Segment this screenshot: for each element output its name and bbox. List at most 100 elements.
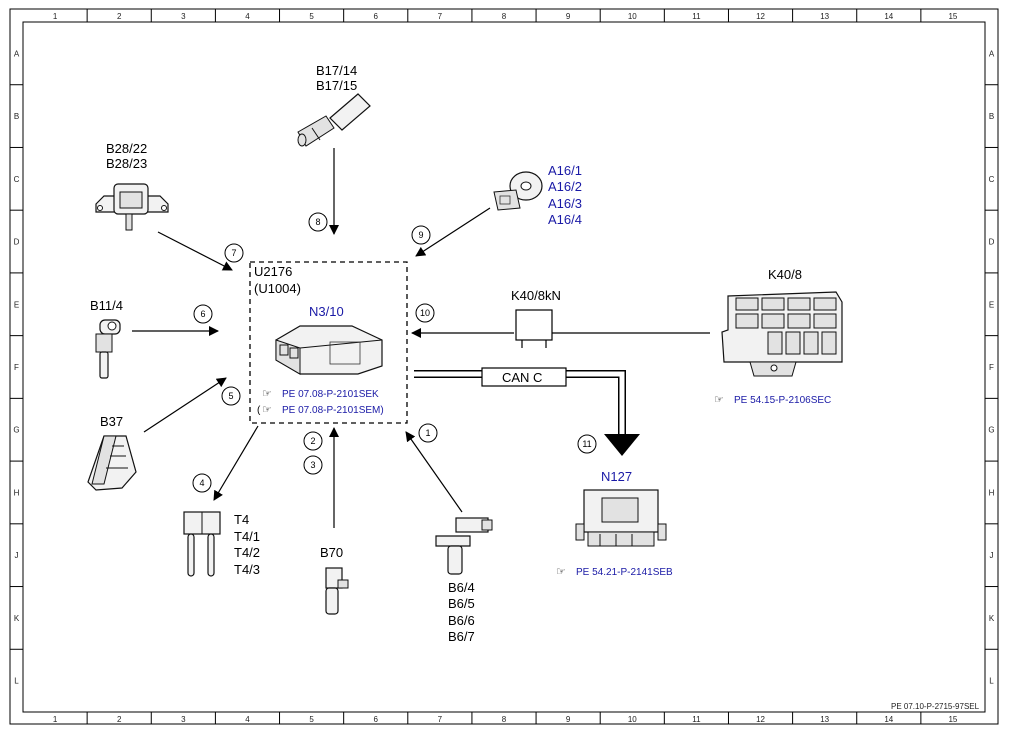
a16-label-1: A16/1 — [548, 163, 582, 178]
svg-text:9: 9 — [418, 230, 423, 240]
component-relay: K40/8kN — [511, 288, 561, 348]
grid-column-top-3: 3 — [181, 12, 186, 21]
grid-column-top-9: 9 — [566, 12, 571, 21]
grid-column-bottom-11: 11 — [692, 715, 701, 724]
grid-column-top-2: 2 — [117, 12, 122, 21]
svg-text:6: 6 — [200, 309, 205, 319]
svg-text:2: 2 — [310, 436, 315, 446]
fusebox-ref[interactable]: PE 54.15-P-2106SEC — [734, 395, 831, 406]
n127-label: N127 — [601, 469, 632, 484]
grid-row-left-L: L — [14, 677, 19, 686]
grid-column-bottom-6: 6 — [374, 715, 379, 724]
ecu-ref-1[interactable]: PE 07.08-P-2101SEK — [282, 389, 379, 400]
component-b17: B17/14 B17/15 — [297, 63, 371, 147]
grid-column-top-14: 14 — [884, 12, 893, 21]
grid-column-top-1: 1 — [53, 12, 58, 21]
crankshaft-sensor-icon — [325, 567, 349, 615]
knock-sensor-icon — [493, 171, 543, 211]
grid-row-left-C: C — [14, 175, 20, 184]
marker-4: 4 — [192, 473, 212, 493]
fusebox-label: K40/8 — [768, 267, 802, 282]
grid-column-top-6: 6 — [374, 12, 379, 21]
b37-label: B37 — [100, 414, 123, 429]
grid-row-left-K: K — [14, 614, 20, 623]
component-b37: B37 — [87, 414, 137, 491]
grid-column-bottom-8: 8 — [502, 715, 507, 724]
b6-label-3: B6/6 — [448, 613, 475, 628]
grid-row-right-H: H — [989, 488, 995, 497]
b6-label-1: B6/4 — [448, 580, 475, 595]
n127-ref[interactable]: PE 54.21-P-2141SEB — [576, 567, 673, 578]
grid-row-left-D: D — [14, 238, 20, 247]
b6-label-2: B6/5 — [448, 596, 475, 611]
grid-column-top-13: 13 — [820, 12, 829, 21]
grid-column-bottom-13: 13 — [820, 715, 829, 724]
grid-column-top-5: 5 — [309, 12, 314, 21]
connection-lines — [132, 148, 710, 528]
grid-row-left-E: E — [14, 300, 19, 309]
component-a16: A16/1 A16/2 A16/3 A16/4 — [493, 163, 582, 227]
b6-label-4: B6/7 — [448, 629, 475, 644]
line-1 — [405, 431, 463, 513]
grid-column-top-11: 11 — [692, 12, 701, 21]
grid-row-left-J: J — [15, 551, 19, 560]
ecu-ref-2-paren: ( — [257, 405, 261, 416]
grid-column-top-7: 7 — [438, 12, 443, 21]
component-fusebox: K40/8 ☞ PE 54.15-P-2106SEC — [714, 267, 843, 406]
t4-label-4: T4/3 — [234, 562, 260, 577]
manual-icon: ☞ — [262, 404, 272, 416]
svg-text:3: 3 — [310, 460, 315, 470]
ignition-coil-icon — [183, 511, 221, 577]
marker-7: 7 — [224, 243, 244, 263]
ecu-ref-2[interactable]: PE 07.08-P-2101SEM) — [282, 405, 384, 416]
grid-row-left-B: B — [14, 112, 19, 121]
grid-column-bottom-14: 14 — [884, 715, 893, 724]
b70-label: B70 — [320, 545, 343, 560]
manual-icon: ☞ — [714, 394, 724, 406]
line-4 — [213, 425, 259, 501]
fuse-relay-box-icon — [721, 291, 843, 377]
t4-label-1: T4 — [234, 512, 249, 527]
grid-column-top-12: 12 — [756, 12, 765, 21]
a16-label-4: A16/4 — [548, 212, 582, 227]
marker-8: 8 — [308, 212, 328, 232]
t4-label-2: T4/1 — [234, 529, 260, 544]
ecu-subtitle: (U1004) — [254, 281, 301, 296]
marker-6: 6 — [193, 304, 213, 324]
pressure-sensor-icon — [297, 93, 371, 147]
grid-column-top-8: 8 — [502, 12, 507, 21]
b11-label: B11/4 — [90, 298, 123, 313]
svg-text:10: 10 — [420, 308, 430, 318]
drawing-reference: PE 07.10-P-2715-97SEL — [891, 702, 980, 711]
marker-1: 1 — [418, 423, 438, 443]
temperature-sensor-icon — [95, 319, 121, 379]
a16-label-2: A16/2 — [548, 179, 582, 194]
component-n127: N127 ☞ PE 54.21-P-2141SEB — [556, 469, 673, 578]
grid-column-bottom-3: 3 — [181, 715, 186, 724]
drawing-frame: 1122334455667788991010111112121313141415… — [9, 8, 999, 725]
can-label: CAN C — [502, 370, 542, 385]
line-7 — [157, 231, 233, 271]
grid-column-bottom-15: 15 — [948, 715, 957, 724]
grid-row-left-A: A — [14, 49, 20, 58]
grid-column-bottom-1: 1 — [53, 715, 58, 724]
t4-label-3: T4/2 — [234, 545, 260, 560]
grid-row-right-E: E — [989, 300, 994, 309]
grid-row-left-F: F — [14, 363, 19, 372]
relay-icon — [515, 309, 553, 341]
sensor-icon — [95, 183, 169, 231]
ecu-label: N3/10 — [309, 304, 344, 319]
grid-row-right-L: L — [989, 677, 994, 686]
grid-column-bottom-10: 10 — [628, 715, 637, 724]
relay-label: K40/8kN — [511, 288, 561, 303]
b28-label-1: B28/22 — [106, 141, 147, 156]
a16-label-3: A16/3 — [548, 196, 582, 211]
svg-text:8: 8 — [315, 217, 320, 227]
component-b28: B28/22 B28/23 — [95, 141, 169, 231]
b17-label-1: B17/14 — [316, 63, 357, 78]
camshaft-sensor-icon — [435, 517, 493, 575]
pedal-sensor-icon — [87, 435, 137, 491]
svg-text:1: 1 — [425, 428, 430, 438]
svg-text:5: 5 — [228, 391, 233, 401]
marker-11: 11 — [577, 434, 597, 454]
